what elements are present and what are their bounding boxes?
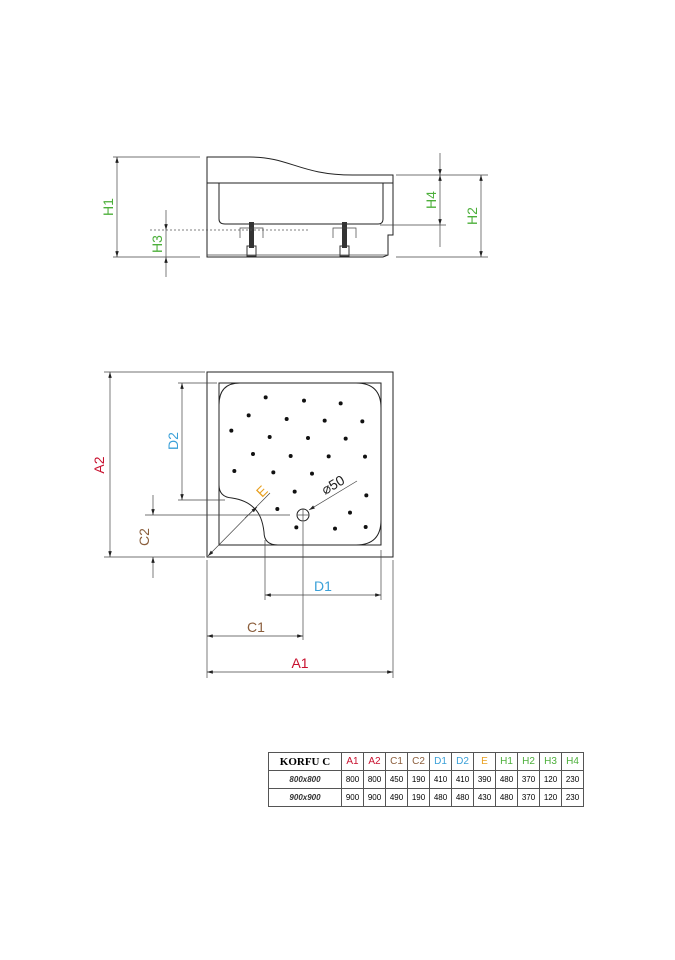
drain-hole-dot — [322, 418, 327, 423]
label-h1: H1 — [100, 198, 116, 216]
value-cell: 370 — [517, 770, 540, 789]
value-cell: 120 — [539, 770, 562, 789]
table-row: 900x900 900 900 490 190 480 480 430 480 … — [268, 788, 584, 807]
drain-hole-dot — [302, 398, 306, 403]
drain-hole-dot — [284, 417, 289, 421]
drain-hole-dot — [275, 507, 280, 511]
side-view: H1 H3 H4 H2 — [100, 153, 488, 277]
drain-hole-dot — [263, 395, 268, 400]
dimensions-table: KORFU C A1 A2 C1 C2 D1 D2 E H1 H2 H3 H4 … — [268, 752, 584, 807]
value-cell: 190 — [407, 788, 430, 807]
value-cell: 480 — [451, 788, 474, 807]
label-c2: C2 — [136, 528, 152, 546]
column-header: H3 — [539, 752, 562, 771]
drain-hole-dot — [343, 436, 348, 441]
drain-hole-dot — [232, 469, 237, 473]
label-h4: H4 — [423, 191, 439, 209]
value-cell: 480 — [429, 788, 452, 807]
model-name: KORFU C — [268, 752, 342, 771]
label-a1: A1 — [291, 655, 308, 671]
plan-view: ⌀50 E A2 D2 C2 D1 C1 A1 — [91, 371, 394, 678]
label-e: E — [253, 482, 271, 500]
leg-right — [332, 222, 357, 257]
value-cell: 900 — [341, 788, 364, 807]
column-header: H4 — [561, 752, 584, 771]
drain-hole-dot — [338, 401, 343, 406]
drain-hole-dot — [229, 428, 234, 433]
column-header: D1 — [429, 752, 452, 771]
value-cell: 230 — [561, 788, 584, 807]
drain-hole-dot — [251, 452, 255, 456]
drain-hole-dot — [292, 489, 297, 494]
column-header: H1 — [495, 752, 518, 771]
label-a2: A2 — [91, 456, 107, 473]
value-cell: 430 — [473, 788, 496, 807]
column-header: C2 — [407, 752, 430, 771]
drain-hole-dot — [364, 493, 369, 498]
value-cell: 370 — [517, 788, 540, 807]
drain-hole-dot — [246, 413, 251, 418]
drain-hole-dot — [333, 526, 337, 531]
size-cell: 800x800 — [268, 770, 342, 789]
value-cell: 490 — [385, 788, 408, 807]
drain-holes — [229, 395, 369, 531]
column-header: C1 — [385, 752, 408, 771]
size-cell: 900x900 — [268, 788, 342, 807]
drain-hole-dot — [271, 470, 276, 475]
value-cell: 410 — [451, 770, 474, 789]
value-cell: 900 — [363, 788, 386, 807]
drain-hole-dot — [348, 510, 352, 515]
column-header: D2 — [451, 752, 474, 771]
value-cell: 800 — [363, 770, 386, 789]
label-drain-diameter: ⌀50 — [319, 472, 348, 498]
drain-hole-dot — [363, 454, 367, 459]
value-cell: 480 — [495, 788, 518, 807]
column-header: A1 — [341, 752, 364, 771]
value-cell: 450 — [385, 770, 408, 789]
value-cell: 230 — [561, 770, 584, 789]
drain-hole-dot — [360, 419, 365, 424]
value-cell: 480 — [495, 770, 518, 789]
table-header-row: KORFU C A1 A2 C1 C2 D1 D2 E H1 H2 H3 H4 — [268, 752, 584, 771]
label-c1: C1 — [247, 619, 265, 635]
label-h2: H2 — [464, 207, 480, 225]
table-row: 800x800 800 800 450 190 410 410 390 480 … — [268, 770, 584, 789]
value-cell: 390 — [473, 770, 496, 789]
value-cell: 120 — [539, 788, 562, 807]
label-d1: D1 — [314, 578, 332, 594]
value-cell: 800 — [341, 770, 364, 789]
drain-hole-dot — [326, 454, 331, 459]
drain-hole-dot — [294, 525, 299, 530]
drain-hole-dot — [267, 435, 272, 439]
drain-hole-dot — [310, 471, 314, 476]
column-header: E — [473, 752, 496, 771]
value-cell: 410 — [429, 770, 452, 789]
label-h3: H3 — [149, 235, 165, 253]
drain-hole-dot — [288, 454, 293, 458]
column-header: A2 — [363, 752, 386, 771]
leg-left — [239, 222, 264, 257]
drain-hole-dot — [363, 525, 368, 529]
column-header: H2 — [517, 752, 540, 771]
value-cell: 190 — [407, 770, 430, 789]
drain-hole-dot — [306, 436, 310, 440]
label-d2: D2 — [165, 432, 181, 450]
